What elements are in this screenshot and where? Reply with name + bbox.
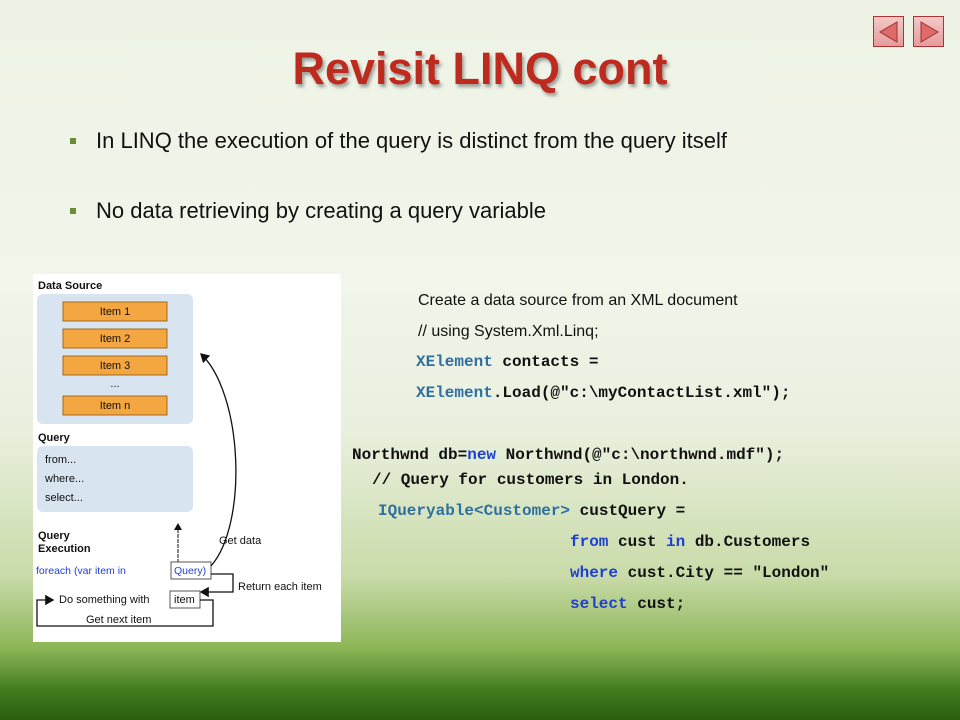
bullet-item: In LINQ the execution of the query is di… <box>70 128 727 154</box>
item-box: Item 3 <box>62 355 168 376</box>
item-ellipsis: ... <box>110 378 119 390</box>
code-comment-line: Create a data source from an XML documen… <box>418 292 738 309</box>
previous-slide-button[interactable] <box>873 16 904 47</box>
code-line: IQueryable<Customer> custQuery = <box>378 502 686 520</box>
bullet-item: No data retrieving by creating a query v… <box>70 198 546 224</box>
get-next-label: Get next item <box>86 614 151 626</box>
code-line: select cust; <box>570 595 686 613</box>
triangle-right-icon <box>920 20 939 43</box>
query-panel <box>37 446 193 512</box>
bullet-text: In LINQ the execution of the query is di… <box>96 128 727 153</box>
code-line: where cust.City == "London" <box>570 564 830 582</box>
query-line: select... <box>45 492 83 504</box>
next-slide-button[interactable] <box>913 16 944 47</box>
query-line: from... <box>45 454 76 466</box>
code-comment-line: // using System.Xml.Linq; <box>418 323 599 340</box>
item-box: Item 2 <box>62 328 168 349</box>
return-arrow <box>199 573 234 598</box>
item-box: Item n <box>62 395 168 416</box>
triangle-left-icon <box>878 20 897 43</box>
item-box-label: item <box>174 594 195 606</box>
return-each-label: Return each item <box>238 581 322 593</box>
svg-text:Item 1: Item 1 <box>100 306 131 318</box>
get-next-arrow <box>36 594 214 627</box>
code-line: Northwnd db=new Northwnd(@"c:\northwnd.m… <box>352 446 785 464</box>
query-label: Query <box>38 432 71 444</box>
item-box: Item 1 <box>62 301 168 322</box>
bullet-square-icon <box>70 208 76 214</box>
foreach-query-text: Query) <box>174 565 206 577</box>
do-something-label: Do something with <box>59 594 150 606</box>
code-line: // Query for customers in London. <box>372 471 689 489</box>
svg-text:Item n: Item n <box>100 400 131 412</box>
data-source-label: Data Source <box>38 280 102 292</box>
bullet-text: No data retrieving by creating a query v… <box>96 198 547 223</box>
code-line: XElement contacts = <box>416 353 599 371</box>
query-execution-diagram: Data Source Item 1 Item 2 Item 3 ... Ite… <box>33 274 341 642</box>
query-box <box>170 561 212 580</box>
foreach-text: foreach (var item in <box>36 565 126 577</box>
bullet-square-icon <box>70 138 76 144</box>
svg-text:Item 2: Item 2 <box>100 333 131 345</box>
get-data-arrow <box>200 353 237 567</box>
slide-title: Revisit LINQ cont <box>292 43 668 94</box>
code-line: from cust in db.Customers <box>570 533 811 551</box>
query-line: where... <box>44 473 84 485</box>
svg-text:Item 3: Item 3 <box>100 360 131 372</box>
get-data-label: Get data <box>219 535 262 547</box>
query-execution-label: Query <box>38 530 71 542</box>
query-execution-label: Execution <box>38 543 91 555</box>
code-line: XElement.Load(@"c:\myContactList.xml"); <box>416 384 791 402</box>
